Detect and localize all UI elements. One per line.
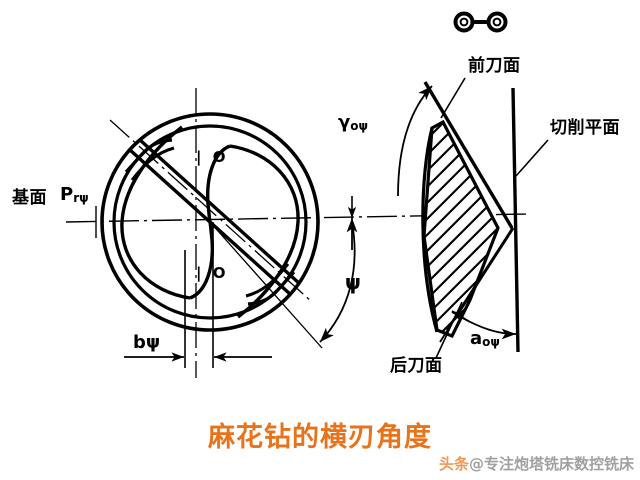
rake-angle-label: γoψ [338,112,369,133]
watermark: 头条@专注炮塔铣床数控铣床 [439,453,634,474]
rake-angle-symbol: γ [338,112,351,133]
figure-title: 麻花钻的横刃角度 [208,422,432,453]
rake-angle-arc [397,85,433,197]
section-marker-label-lower: | O [196,264,229,282]
cutting-plane-line [511,87,520,353]
web-curve-left [189,221,214,300]
rake-face-label: 前刀面 [468,56,521,76]
rake-face-line [423,81,514,229]
base-plane-symbol-main: P [60,184,74,205]
base-plane-label: 基面 [12,188,47,208]
watermark-account: @专注炮塔铣床数控铣床 [468,455,634,473]
chisel-edge-centerline [109,119,313,303]
cutting-lip-lower-inner [245,263,290,298]
clearance-arc-start-arrow [451,310,471,323]
psi-ray [209,221,323,349]
cutting-lip-upper [124,138,173,174]
base-plane-symbol: Prψ [60,184,89,205]
clearance-angle-label: aoψ [470,328,500,349]
psi-angle-label: ψ [345,270,361,294]
flank-face-leader [435,301,463,359]
cutting-plane-leader [515,139,549,177]
rake-angle-sub: oψ [350,119,369,133]
watermark-brand: 头条 [438,455,469,473]
web-curve-right [206,144,231,223]
cutting-plane-label: 切削平面 [550,118,620,138]
base-plane-axis [65,213,529,223]
flute-profile-lower [229,144,300,319]
rake-face-leader [440,77,466,119]
chisel-width-label: bψ [133,332,161,353]
drill-end-view [65,88,529,378]
base-plane-symbol-sub: rψ [73,191,89,205]
clearance-angle-symbol: a [470,328,483,349]
section-left-boundary [421,127,439,333]
drill-inner-circle [112,124,308,320]
psi-angle-arc [209,218,358,349]
flank-face-label: 后刀面 [390,356,443,376]
section-marker-oo [453,11,508,33]
clearance-angle-sub: oψ [482,335,500,349]
cutting-lip-upper-inner [130,146,175,181]
section-marker-label-upper: | O [196,148,229,166]
chisel-edge-line-b [138,138,302,286]
cutting-lip-lower [247,270,296,306]
